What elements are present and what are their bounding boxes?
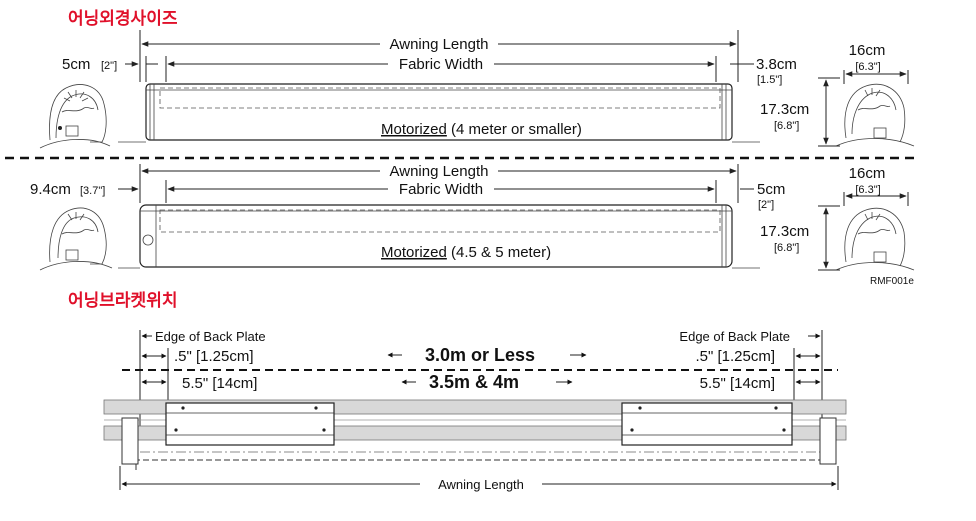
large-offset-left: 5.5" [14cm] [182,375,257,392]
drawing-code: RMF001e [870,276,914,287]
row-1-width-in: [6.3"] [855,61,880,73]
end-cap-right-illustration-2 [835,207,915,271]
row-1-awning: Awning Length Fabric Width 5cm [2"] 3.8c… [39,30,915,149]
row-2-awning: Awning Length Fabric Width 9.4cm [3.7"] … [30,163,914,287]
section-1-heading: 어닝외경사이즈 [68,9,178,29]
section-2-heading: 어닝브라켓위치 [68,291,177,311]
small-offset-right: .5" [1.25cm] [695,348,775,365]
row-1-width: 16cm [849,42,886,59]
bottom-awning-length-label: Awning Length [438,477,524,492]
row-2-right-gap: 5cm [757,181,785,198]
row-2-width-in: [6.3"] [855,184,880,196]
row-2-left-gap-in: [3.7"] [80,185,105,197]
row-1-height-in: [6.8"] [774,120,799,132]
row-2-left-gap: 9.4cm [30,181,71,198]
row-2-awning-length-label: Awning Length [390,163,489,180]
row-1-model-label: Motorized (4 meter or smaller) [381,121,582,138]
row-2-height-in: [6.8"] [774,242,799,254]
row-2-model-rest: (4.5 & 5 meter) [447,244,551,261]
row-2-height: 17.3cm [760,223,809,240]
row-1-right-gap-in: [1.5"] [757,74,782,86]
edge-back-plate-left: Edge of Back Plate [155,329,266,344]
row-1-fabric-width-label: Fabric Width [399,56,483,73]
label-3m-or-less: 3.0m or Less [425,345,535,365]
large-offset-right: 5.5" [14cm] [700,375,775,392]
row-2-right-gap-in: [2"] [758,199,774,211]
row-1-height: 17.3cm [760,101,809,118]
small-offset-left: .5" [1.25cm] [174,348,254,365]
end-cap-right-illustration [835,83,915,147]
row-1-awning-length-label: Awning Length [390,36,489,53]
row-2-model-label: Motorized (4.5 & 5 meter) [381,244,551,261]
row-2-model-underlined: Motorized [381,244,447,261]
bracket-left [165,402,335,446]
edge-back-plate-right: Edge of Back Plate [679,329,790,344]
row-1-model-rest: (4 meter or smaller) [447,121,582,138]
row-1-left-gap-in: [2"] [101,60,117,72]
row-1-right-gap: 3.8cm [756,56,797,73]
bracket-right [621,402,793,446]
row-2-width: 16cm [849,165,886,182]
row-1-model-underlined: Motorized [381,121,447,138]
row-2-fabric-width-label: Fabric Width [399,181,483,198]
end-cap-left-illustration [39,84,111,149]
end-cap-left-illustration-2 [39,207,113,271]
row-1-left-gap: 5cm [62,56,90,73]
bracket-position-diagram: Edge of Back Plate Edge of Back Plate .5… [103,329,847,492]
label-3-5m-4m: 3.5m & 4m [429,372,519,392]
